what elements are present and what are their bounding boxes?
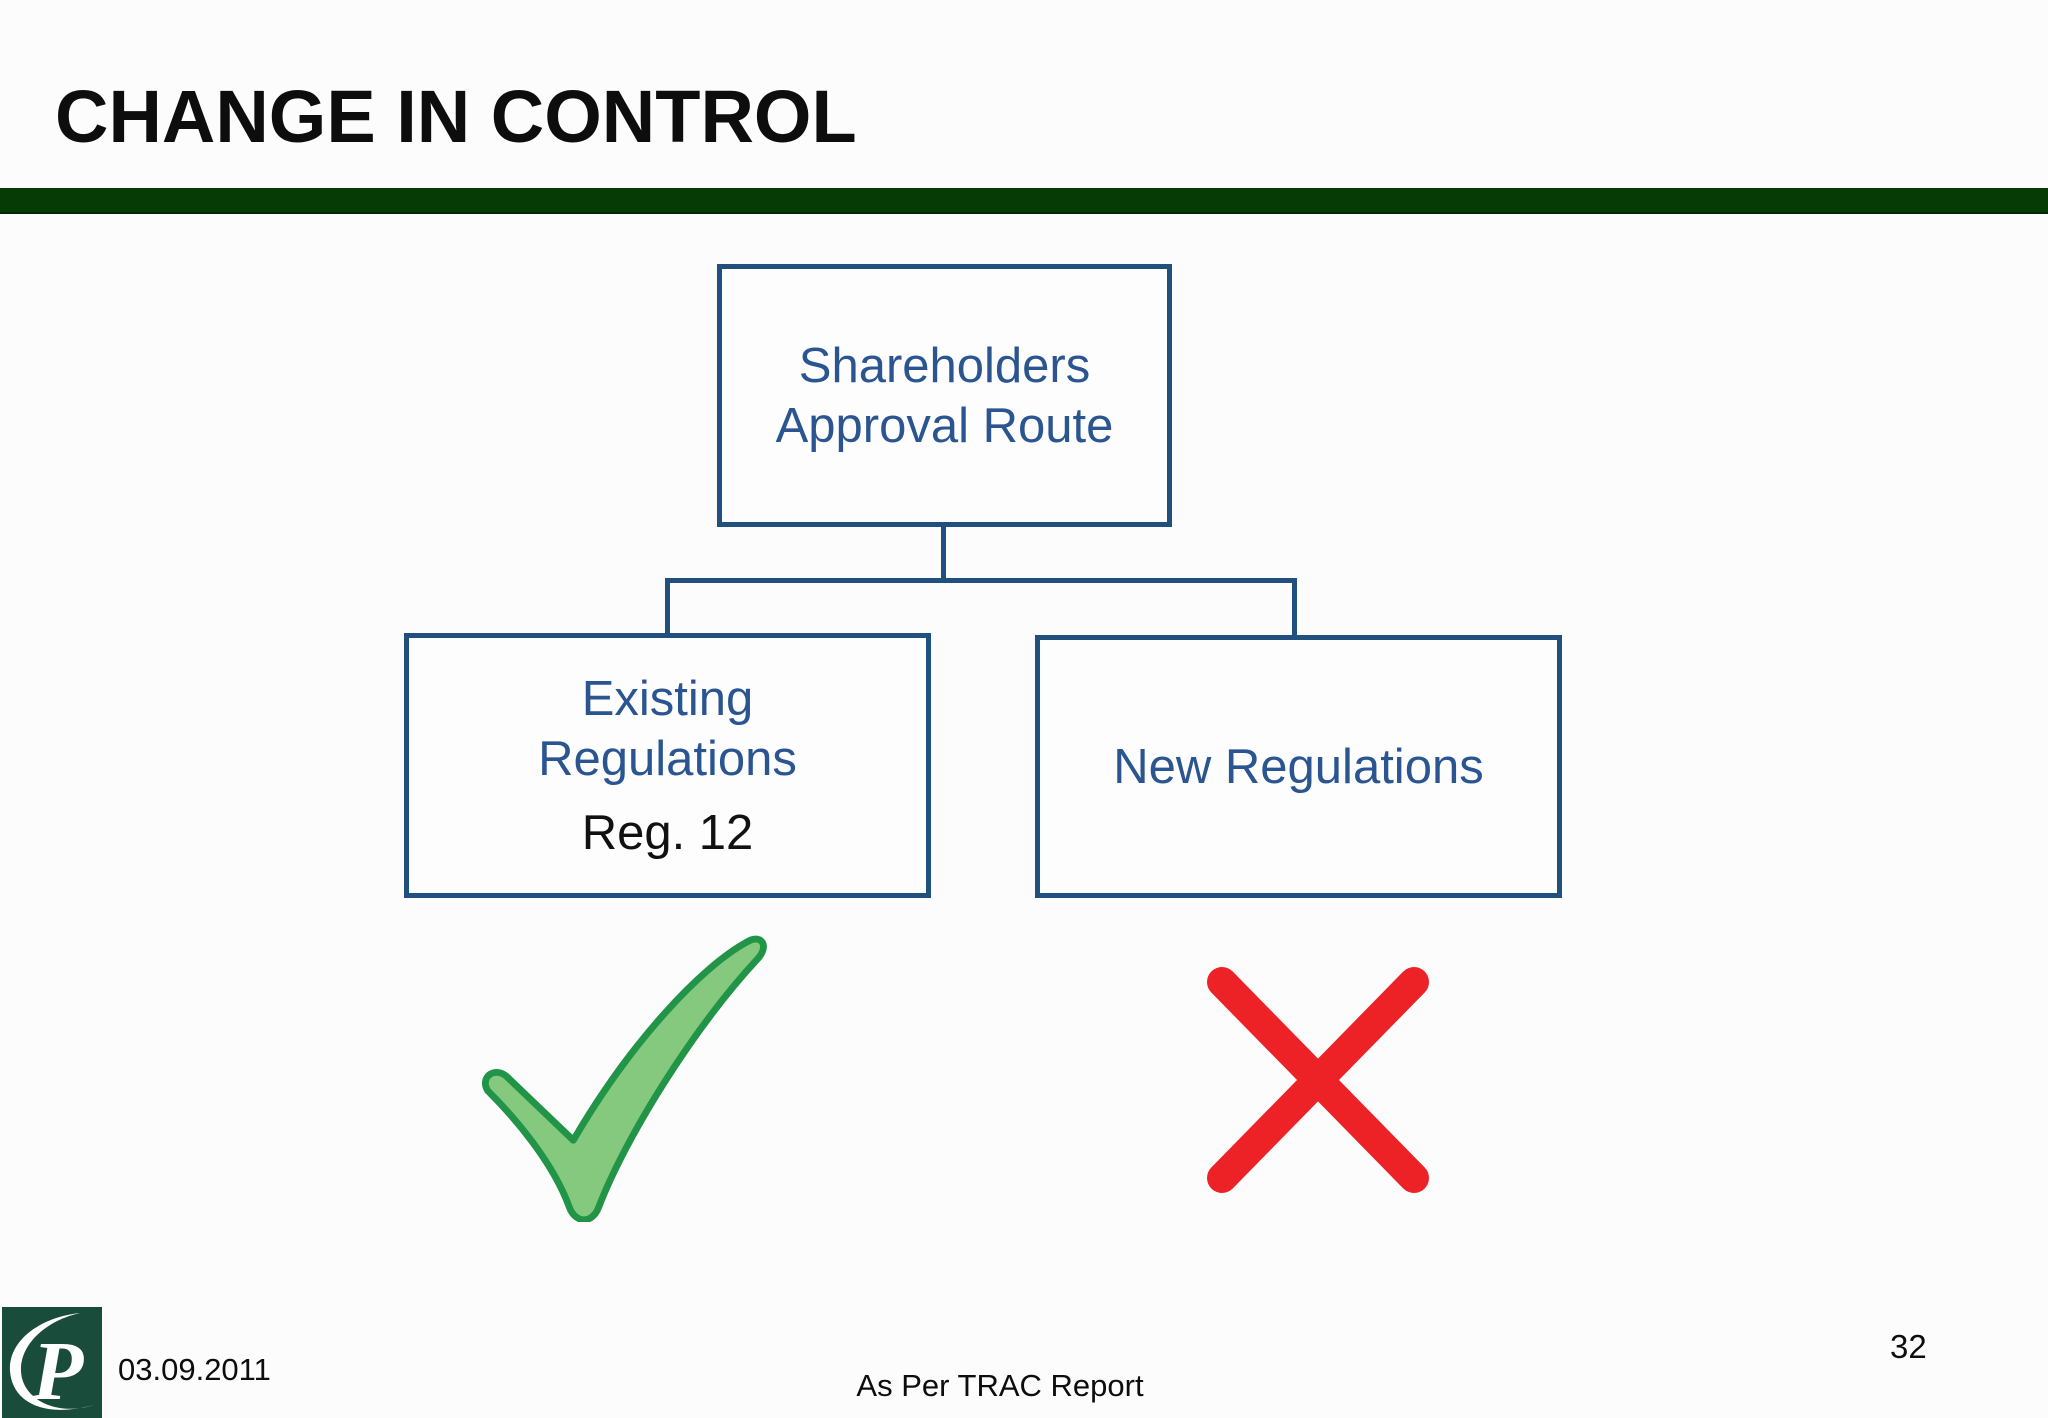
left-box-regulation-note: Reg. 12 — [581, 805, 754, 860]
connector-root-stem — [941, 527, 946, 583]
company-logo: P — [2, 1307, 102, 1418]
connector-left-drop — [665, 578, 670, 635]
right-box-label: New Regulations — [1113, 739, 1484, 794]
connector-right-drop — [1292, 578, 1297, 639]
root-box-line2: Approval Route — [775, 398, 1114, 453]
slide-title: CHANGE IN CONTROL — [55, 75, 857, 158]
diagram-box-new-regulations: New Regulations — [1035, 635, 1562, 898]
title-accent-bar — [0, 188, 2048, 214]
diagram-box-existing-regulations: Existing Regulations Reg. 12 — [404, 633, 931, 898]
diagram-box-shareholders-approval-route: Shareholders Approval Route — [717, 264, 1172, 527]
logo-letter: P — [31, 1325, 84, 1418]
left-box-line1: Existing — [581, 671, 754, 726]
cross-mark-icon — [1207, 967, 1429, 1193]
left-box-line2: Regulations — [538, 731, 797, 786]
footer-date: 03.09.2011 — [118, 1352, 271, 1387]
connector-branch-bar — [665, 578, 1297, 583]
root-box-line1: Shareholders — [798, 338, 1091, 393]
check-mark-icon — [482, 935, 767, 1222]
footer-caption: As Per TRAC Report — [856, 1368, 1144, 1403]
footer-page-number: 32 — [1890, 1328, 1927, 1365]
